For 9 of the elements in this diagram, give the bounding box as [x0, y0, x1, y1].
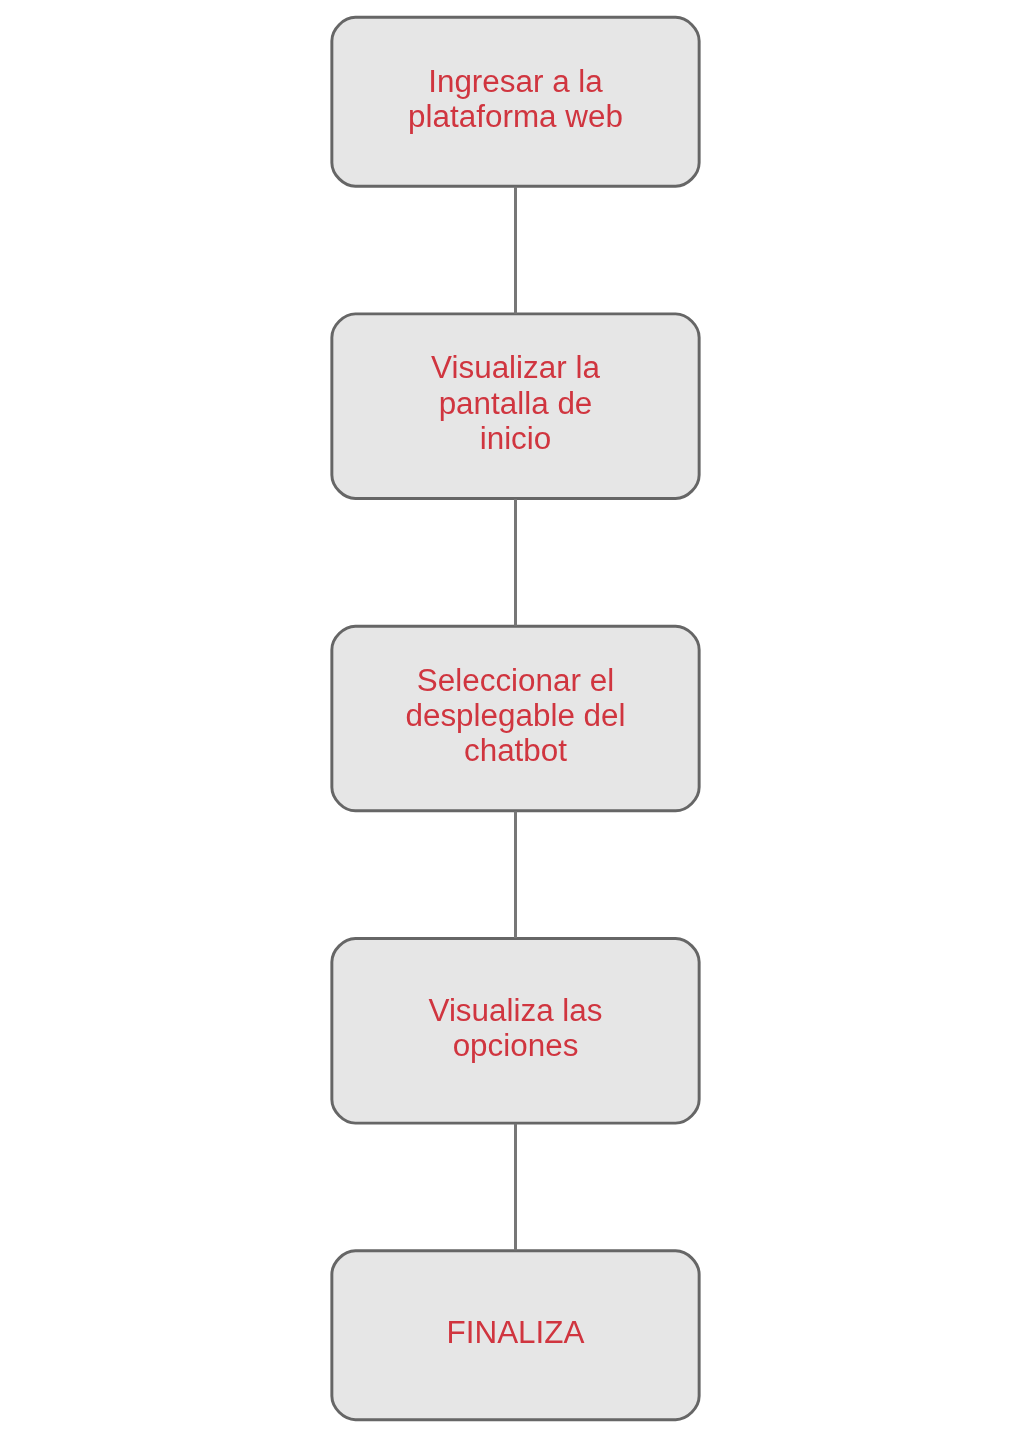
- node-box: Visualizar la pantalla de inicio: [330, 312, 701, 500]
- connector: [514, 1123, 517, 1251]
- node-box: FINALIZA: [330, 1249, 701, 1422]
- node-box: Ingresar a la plataforma web: [330, 15, 701, 188]
- connector: [514, 499, 517, 626]
- connector: [514, 186, 517, 314]
- node-box: Seleccionar el desplegable del chatbot: [330, 624, 701, 813]
- node-box: Visualiza las opciones: [330, 937, 701, 1125]
- connector: [514, 811, 517, 939]
